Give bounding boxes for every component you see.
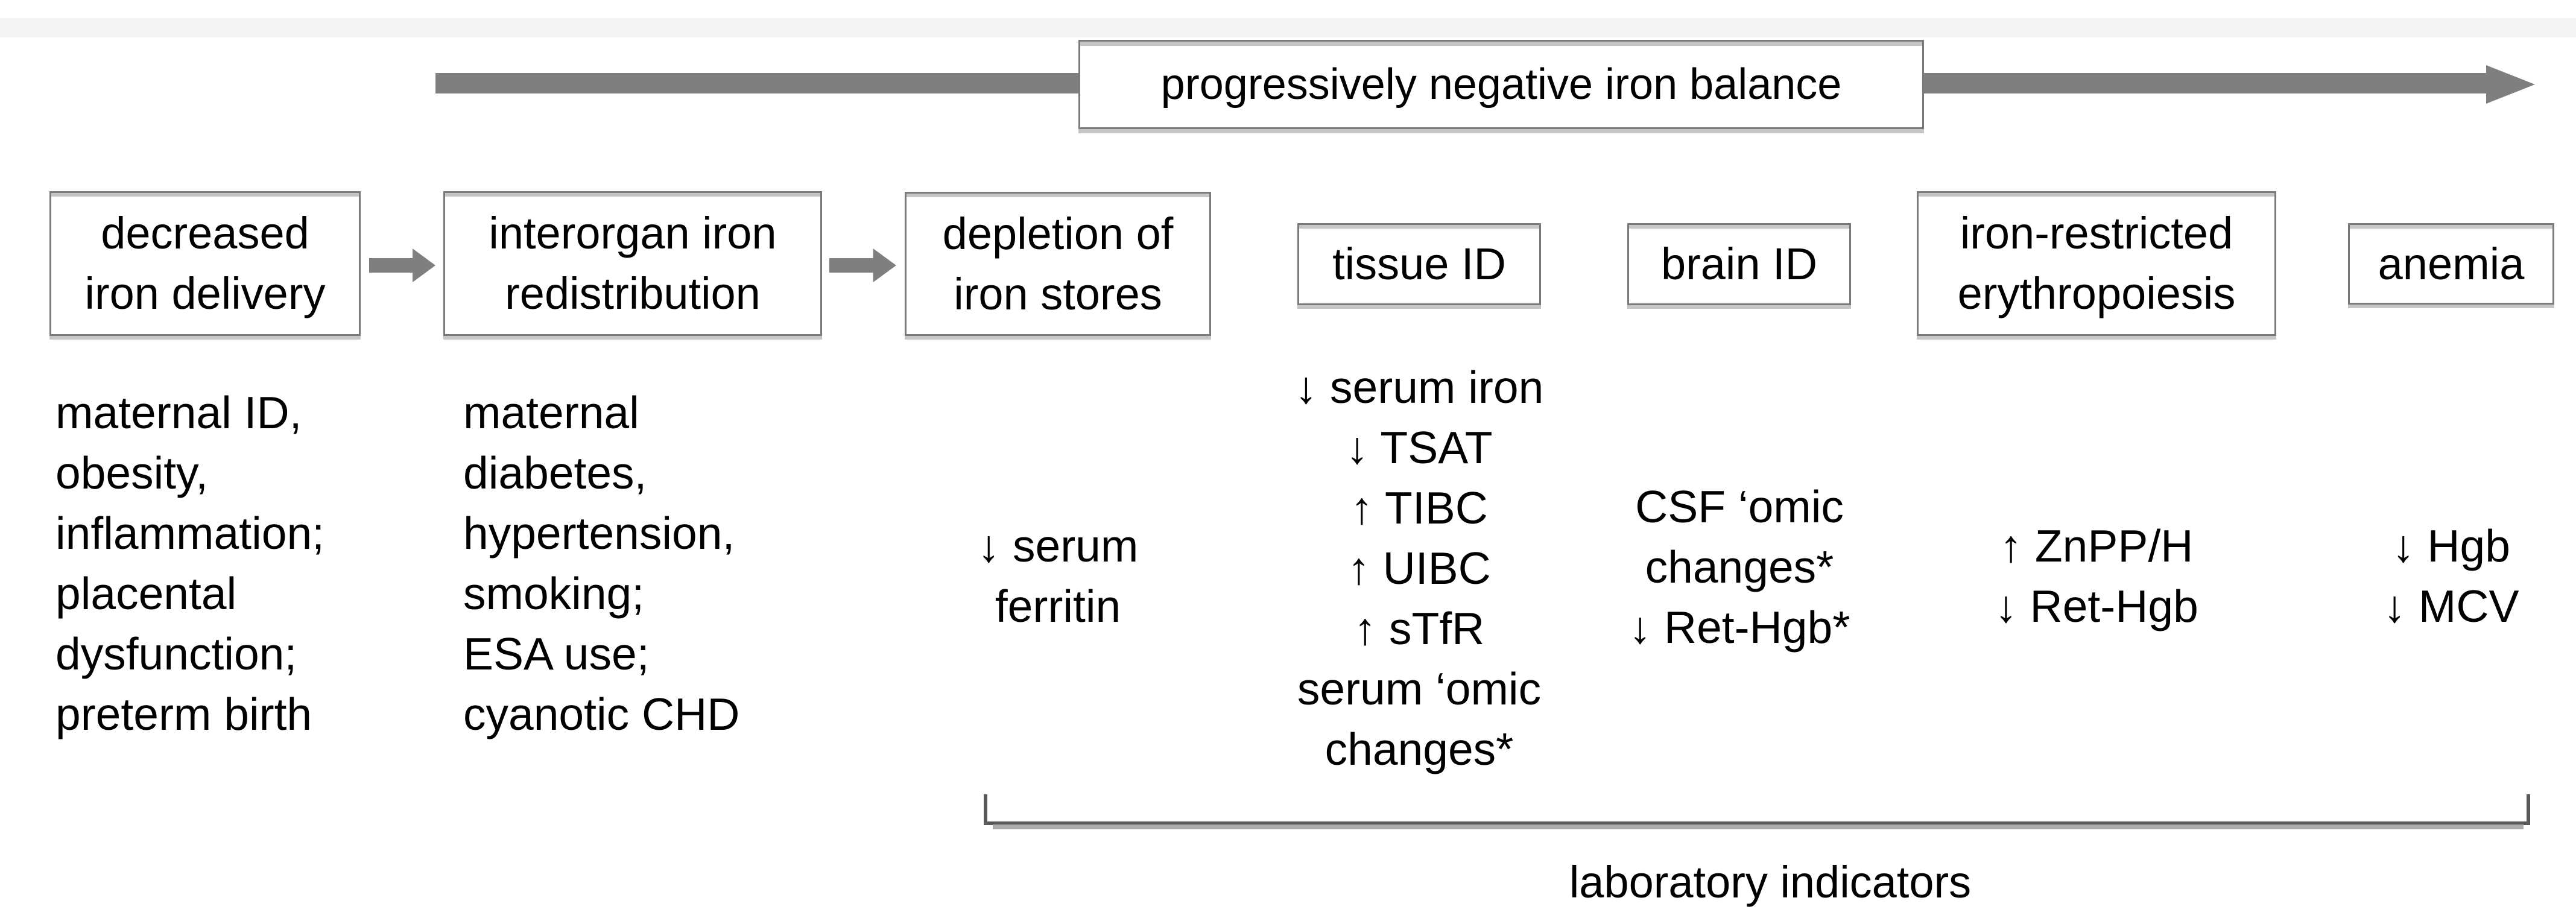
stage-box-interorgan-iron-redistribution: interorgan iron redistribution bbox=[443, 191, 822, 336]
detail-decreased-iron-delivery: maternal ID, obesity, inflammation; plac… bbox=[55, 387, 325, 739]
detail-depletion-of-iron-stores: ↓ serum ferritin bbox=[977, 521, 1139, 631]
stage-box-label: interorgan iron redistribution bbox=[489, 208, 777, 318]
stage-box-label: iron-restricted erythropoiesis bbox=[1957, 208, 2236, 318]
bracket-label: laboratory indicators bbox=[1569, 857, 1972, 907]
detail-brain-id: CSF ‘omic changes* ↓ Ret-Hgb* bbox=[1628, 481, 1850, 653]
banner-box: progressively negative iron balance bbox=[1078, 40, 1924, 129]
detail-iron-restricted-erythropoiesis: ↑ ZnPP/H ↓ Ret-Hgb bbox=[1995, 521, 2198, 631]
stage-box-label: decreased iron delivery bbox=[84, 208, 326, 318]
stage-box-iron-restricted-erythropoiesis: iron-restricted erythropoiesis bbox=[1917, 191, 2276, 336]
detail-tissue-id: ↓ serum iron ↓ TSAT ↑ TIBC ↑ UIBC ↑ sTfR… bbox=[1294, 362, 1544, 774]
top-shading-band bbox=[0, 18, 2576, 37]
stage-box-label: anemia bbox=[2378, 238, 2525, 289]
stage-box-label: brain ID bbox=[1660, 239, 1818, 289]
stage-box-brain-id: brain ID bbox=[1627, 223, 1851, 305]
detail-anemia: ↓ Hgb ↓ MCV bbox=[2383, 521, 2519, 631]
flow-arrow-icon bbox=[829, 248, 896, 282]
flow-arrow-icon bbox=[369, 248, 435, 282]
stage-box-label: tissue ID bbox=[1332, 239, 1506, 289]
stage-box-label: depletion of iron stores bbox=[942, 208, 1174, 319]
detail-interorgan-iron-redistribution: maternal diabetes, hypertension, smoking… bbox=[463, 387, 740, 739]
banner-label: progressively negative iron balance bbox=[1160, 60, 1842, 109]
stage-box-decreased-iron-delivery: decreased iron delivery bbox=[49, 191, 361, 336]
stage-box-depletion-of-iron-stores: depletion of iron stores bbox=[905, 192, 1211, 336]
stage-box-anemia: anemia bbox=[2348, 223, 2554, 305]
bracket bbox=[984, 794, 2530, 829]
stage-box-tissue-id: tissue ID bbox=[1297, 223, 1541, 305]
